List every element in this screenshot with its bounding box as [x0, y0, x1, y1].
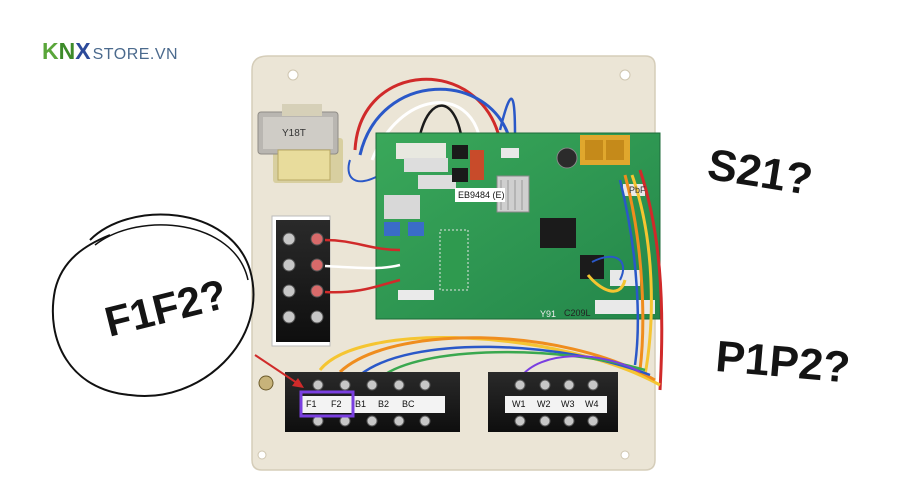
pcb-code: C209L — [564, 308, 591, 318]
logo-n: N — [58, 38, 76, 64]
mount-hole-br — [620, 450, 630, 460]
terminal-label-w3: W3 — [561, 399, 575, 409]
terminal-label-b2: B2 — [378, 399, 390, 409]
red-arrow-head — [292, 378, 304, 388]
pcb-part-number: EB9484 (E) — [458, 190, 505, 200]
pcb-y-code: Y91 — [540, 309, 557, 319]
mount-hole-bl — [257, 450, 267, 460]
knxstore-logo: K N X STORE.VN — [42, 38, 178, 65]
mount-hole-tr — [619, 69, 631, 81]
logo-k: K — [42, 38, 59, 64]
terminal-label-f2: F2 — [331, 399, 342, 409]
logo-store: STORE.VN — [92, 46, 179, 63]
terminal-label-w2: W2 — [537, 399, 551, 409]
ground-screw — [258, 375, 274, 391]
terminal-label-w4: W4 — [585, 399, 599, 409]
terminal-label-bc: BC — [402, 399, 415, 409]
terminal-label-w1: W1 — [512, 399, 526, 409]
terminal-label-f1: F1 — [306, 399, 317, 409]
logo-x: X — [75, 38, 91, 64]
transformer-label: Y18T — [282, 128, 306, 139]
red-arrow-line — [254, 354, 301, 386]
terminal-label-b1: B1 — [355, 399, 367, 409]
terminal-block-b-strip — [505, 396, 607, 413]
mount-hole-tl — [287, 69, 299, 81]
hand-drawn-circle — [51, 213, 255, 398]
transformer — [257, 104, 343, 183]
left-terminal-block — [271, 215, 331, 347]
terminal-block-a-strip — [300, 396, 445, 413]
pcb-pbf-mark: PbF — [629, 185, 646, 195]
f1f2-highlight-box — [299, 390, 355, 418]
